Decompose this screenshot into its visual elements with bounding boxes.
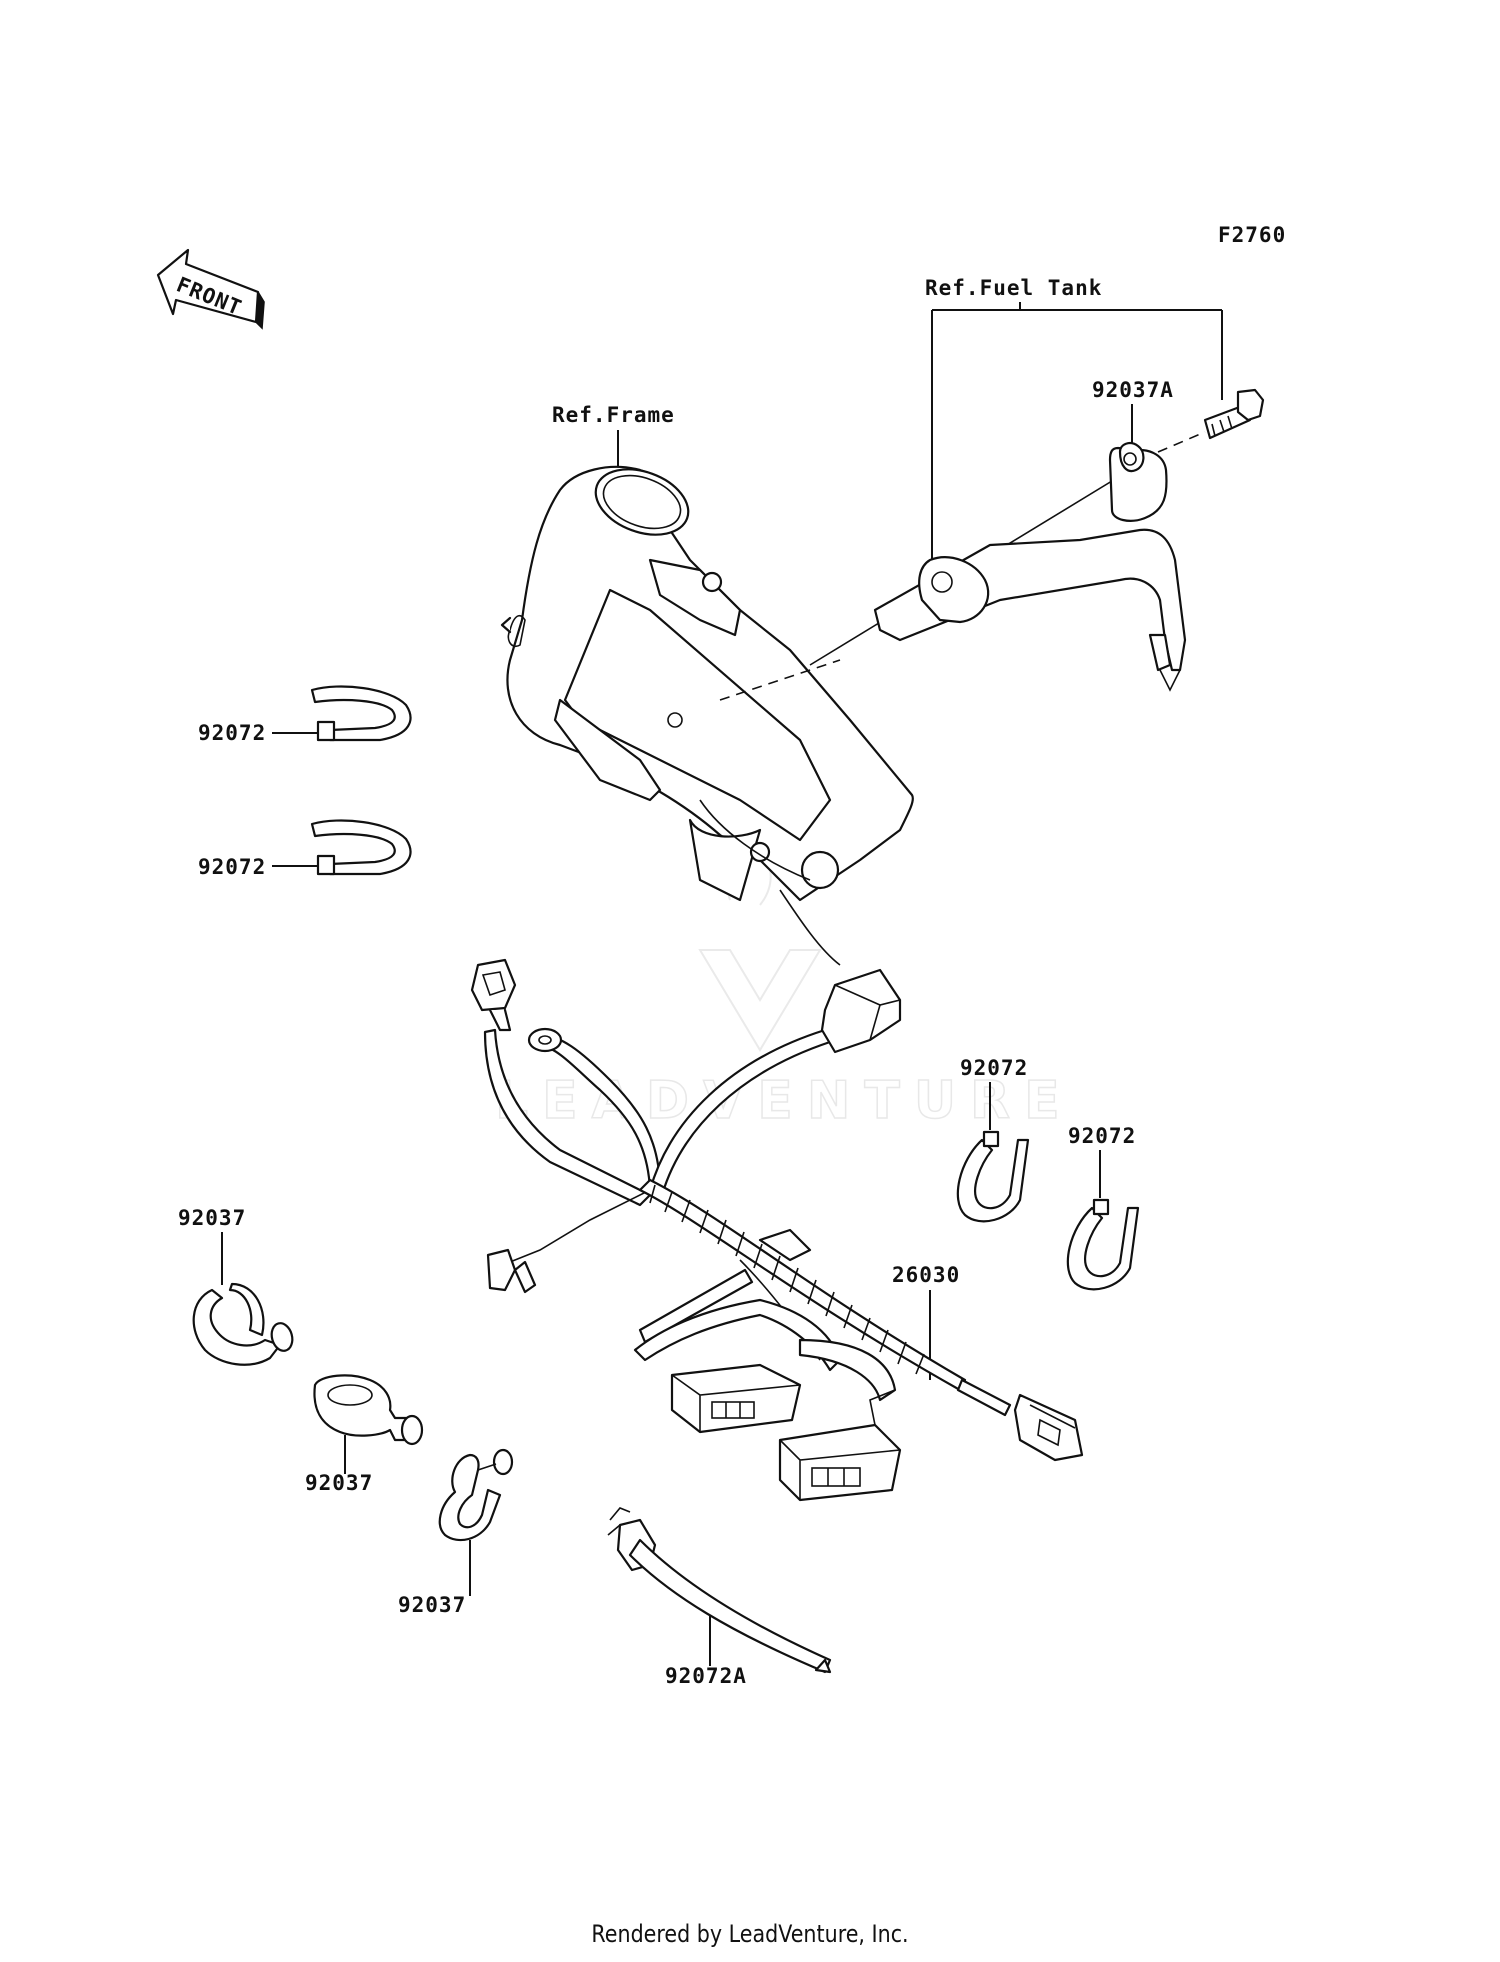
label-92072A: 92072A: [665, 1664, 747, 1688]
band-92072-a: [310, 685, 412, 742]
main-harness-26030: [470, 958, 1084, 1502]
clamp-92037-b: [313, 1374, 424, 1446]
band-92072A: [607, 1507, 832, 1674]
fuel-tank-bracket: [809, 469, 1187, 692]
band-92072-b: [310, 819, 412, 876]
ref-fuel-tank-leader: [931, 302, 1223, 560]
label-92037A: 92037A: [1092, 378, 1174, 402]
band-92072-c: [956, 1130, 1030, 1223]
frame-head-pipe: [500, 465, 914, 966]
figure-code: F2760: [1218, 223, 1286, 247]
watermark-text: LEADVENTURE: [495, 1071, 1074, 1131]
label-92037-a: 92037: [178, 1206, 246, 1230]
label-92037-c: 92037: [398, 1593, 466, 1617]
ref-frame-label: Ref.Frame: [552, 403, 675, 427]
label-92037-b: 92037: [305, 1471, 373, 1495]
clamp-92037-a: [192, 1282, 294, 1366]
clamp-92037A: [1108, 442, 1168, 522]
label-92072-c: 92072: [960, 1056, 1028, 1080]
footer-credit: Rendered by LeadVenture, Inc.: [591, 1920, 909, 1948]
clamp-92037-c: [438, 1448, 514, 1542]
label-92072-a: 92072: [198, 721, 266, 745]
label-92072-b: 92072: [198, 855, 266, 879]
label-92072-d: 92072: [1068, 1124, 1136, 1148]
ref-fuel-tank-label: Ref.Fuel Tank: [925, 276, 1102, 300]
label-26030: 26030: [892, 1263, 960, 1287]
band-92072-d: [1066, 1198, 1140, 1291]
bolt-92037A: [1157, 388, 1265, 453]
front-arrow-icon: FRONT: [156, 248, 265, 330]
